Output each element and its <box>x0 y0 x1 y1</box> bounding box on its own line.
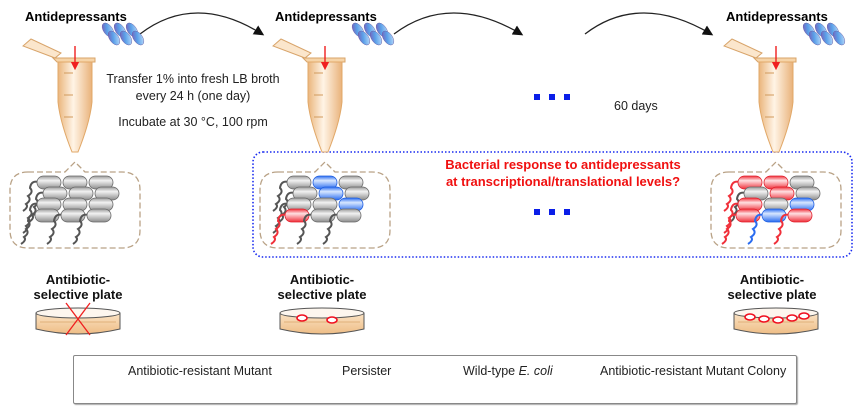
petri-plate-1 <box>35 302 121 336</box>
petri-plate-3 <box>733 307 819 335</box>
capsule-pills-icon <box>351 22 395 46</box>
wild-type-prefix: Wild-type <box>463 364 519 378</box>
reagent-label-1: Antidepressants <box>25 9 127 24</box>
plate-label-3-line-2: selective plate <box>727 287 817 302</box>
wild-type-species: E. coli <box>518 364 553 378</box>
capsule-pills-icon <box>802 22 846 46</box>
colony-icon <box>758 315 770 323</box>
legend-label-resistant-mutant: Antibiotic-resistant Mutant <box>128 364 272 378</box>
population-bubble-2 <box>259 161 391 249</box>
petri-plate-2 <box>279 307 365 335</box>
plate-label-3-line-1: Antibiotic- <box>739 272 805 287</box>
transfer-arrow-3 <box>584 12 714 36</box>
plate-label-2-line-1: Antibiotic- <box>289 272 355 287</box>
colony-icon <box>772 316 784 324</box>
protocol-line-1: Transfer 1% into fresh LB broth <box>106 72 280 86</box>
plate-label-1-line-2: selective plate <box>33 287 123 302</box>
microtube-2 <box>272 22 395 153</box>
legend-label-colony: Antibiotic-resistant Mutant Colony <box>600 364 787 378</box>
no-growth-cross-icon <box>65 302 91 336</box>
duration-label: 60 days <box>614 99 658 113</box>
protocol-line-3: Incubate at 30 °C, 100 rpm <box>118 115 268 129</box>
colony-icon <box>326 316 338 324</box>
population-bubble-3 <box>710 161 842 249</box>
bacterium-resistant-mutant <box>270 208 310 245</box>
transfer-arrow-1 <box>139 12 265 36</box>
protocol-line-2: every 24 h (one day) <box>135 89 251 103</box>
colony-icon <box>296 314 308 322</box>
question-line-1: Bacterial response to antidepressants <box>445 157 681 172</box>
bacterium-wild-type <box>72 208 112 245</box>
plate-label-2-line-2: selective plate <box>277 287 367 302</box>
plate-label-1-line-1: Antibiotic- <box>45 272 111 287</box>
question-line-2: at transcriptional/translational levels? <box>445 174 681 189</box>
legend <box>73 355 797 404</box>
reagent-label-3: Antidepressants <box>726 9 828 24</box>
bacterium-resistant-mutant <box>721 208 761 245</box>
colony-icon <box>744 313 756 321</box>
population-bubble-1 <box>9 161 141 249</box>
ellipsis-icon-middle <box>534 209 570 215</box>
bacterium-wild-type <box>322 208 362 245</box>
colony-icon <box>798 312 810 320</box>
highlight-box <box>252 151 853 258</box>
capsule-pills-icon <box>101 22 145 46</box>
bacterium-wild-type <box>20 208 60 245</box>
reagent-label-2: Antidepressants <box>275 9 377 24</box>
microtube-3 <box>723 22 846 153</box>
transfer-arrow-2 <box>393 12 524 36</box>
bacterium-resistant-mutant <box>723 175 763 212</box>
bacterium-resistant-mutant <box>773 208 813 245</box>
legend-label-persister: Persister <box>342 364 392 378</box>
microtube-1 <box>22 22 145 153</box>
bacterium-wild-type <box>729 186 769 223</box>
ellipsis-icon-top <box>534 94 570 100</box>
legend-label-wild-type: Wild-type E. coli <box>463 364 553 378</box>
colony-icon <box>786 314 798 322</box>
